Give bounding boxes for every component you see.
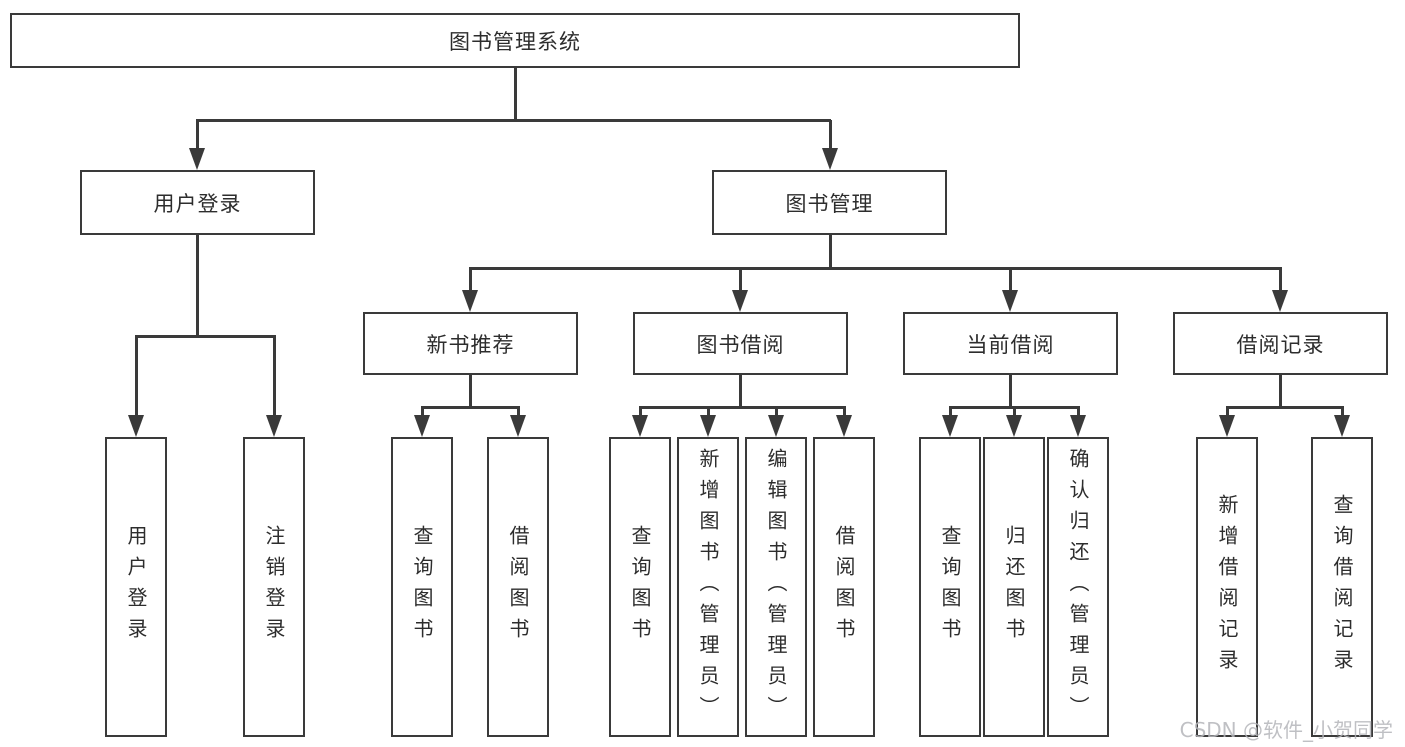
- node-label: 编辑图书（管理员）: [764, 447, 788, 727]
- node-edit-book-admin: 编辑图书（管理员）: [745, 437, 807, 737]
- arrow-down-icon: [942, 415, 958, 437]
- arrow-down-icon: [768, 415, 784, 437]
- connector-line: [196, 120, 199, 150]
- arrow-down-icon: [414, 415, 430, 437]
- connector-trunk: [469, 375, 472, 407]
- connector-user-login-trunk: [196, 235, 199, 336]
- watermark: CSDN @软件_小贺同学: [1179, 718, 1393, 742]
- node-book-borrowing: 图书借阅: [633, 312, 848, 375]
- connector-line: [639, 407, 642, 417]
- node-label: 新增图书（管理员）: [696, 447, 720, 727]
- connector-trunk: [739, 375, 742, 407]
- node-label: 归还图书: [1002, 525, 1026, 649]
- arrow-down-icon: [822, 148, 838, 170]
- node-label: 用户登录: [124, 525, 148, 649]
- node-label: 借阅记录: [1236, 332, 1325, 357]
- node-label: 查询图书: [938, 525, 962, 649]
- node-label: 借阅图书: [506, 525, 530, 649]
- node-label: 当前借阅: [966, 332, 1055, 357]
- arrow-down-icon: [510, 415, 526, 437]
- arrow-down-icon: [836, 415, 852, 437]
- node-label: 新增借阅记录: [1215, 494, 1239, 680]
- arrow-down-icon: [700, 415, 716, 437]
- node-add-borrow-record: 新增借阅记录: [1196, 437, 1258, 737]
- node-label: 借阅图书: [832, 525, 856, 649]
- connector-line: [135, 336, 138, 416]
- node-label: 用户登录: [153, 191, 242, 216]
- arrow-down-icon: [266, 415, 282, 437]
- connector-level2-split: [196, 119, 831, 122]
- node-query-books: 查询图书: [919, 437, 981, 737]
- node-user-login-branch: 用户登录: [80, 170, 315, 235]
- arrow-down-icon: [1334, 415, 1350, 437]
- node-label: 查询图书: [410, 525, 434, 649]
- node-borrow-books: 借阅图书: [813, 437, 875, 737]
- arrow-down-icon: [1070, 415, 1086, 437]
- connector-root-trunk: [514, 68, 517, 120]
- node-library-management-system: 图书管理系统: [10, 13, 1020, 68]
- connector-split: [421, 406, 520, 409]
- connector-line: [1279, 268, 1282, 292]
- arrow-down-icon: [189, 148, 205, 170]
- node-label: 注销登录: [262, 525, 286, 649]
- node-borrowing-records: 借阅记录: [1173, 312, 1388, 375]
- connector-trunk: [1009, 375, 1012, 407]
- node-book-management-branch: 图书管理: [712, 170, 947, 235]
- connector-book-mgmt-trunk: [829, 235, 832, 269]
- node-borrow-books: 借阅图书: [487, 437, 549, 737]
- node-return-books: 归还图书: [983, 437, 1045, 737]
- node-add-book-admin: 新增图书（管理员）: [677, 437, 739, 737]
- node-confirm-return-admin: 确认归还（管理员）: [1047, 437, 1109, 737]
- node-query-books: 查询图书: [391, 437, 453, 737]
- connector-line: [1009, 268, 1012, 292]
- arrow-down-icon: [732, 290, 748, 312]
- node-user-login-leaf: 用户登录: [105, 437, 167, 737]
- connector-line: [775, 407, 778, 417]
- arrow-down-icon: [632, 415, 648, 437]
- connector-level3-split: [469, 267, 1282, 270]
- connector-line: [843, 407, 846, 417]
- connector-line: [1013, 407, 1016, 417]
- connector-user-login-split: [135, 335, 276, 338]
- node-label: 确认归还（管理员）: [1066, 447, 1090, 727]
- connector-split: [1226, 406, 1344, 409]
- connector-line: [469, 268, 472, 292]
- connector-line: [517, 407, 520, 417]
- arrow-down-icon: [1219, 415, 1235, 437]
- node-query-books: 查询图书: [609, 437, 671, 737]
- node-query-borrow-record: 查询借阅记录: [1311, 437, 1373, 737]
- node-label: 图书借阅: [696, 332, 785, 357]
- connector-line: [739, 268, 742, 292]
- connector-line: [1226, 407, 1229, 417]
- arrow-down-icon: [1006, 415, 1022, 437]
- connector-line: [421, 407, 424, 417]
- connector-trunk: [1279, 375, 1282, 407]
- connector-split: [639, 406, 846, 409]
- connector-line: [707, 407, 710, 417]
- node-current-borrowing: 当前借阅: [903, 312, 1118, 375]
- node-label: 查询图书: [628, 525, 652, 649]
- connector-line: [829, 120, 832, 150]
- connector-line: [949, 407, 952, 417]
- arrow-down-icon: [462, 290, 478, 312]
- connector-line: [273, 336, 276, 416]
- node-label: 图书管理系统: [449, 29, 581, 54]
- arrow-down-icon: [128, 415, 144, 437]
- connector-line: [1341, 407, 1344, 417]
- arrow-down-icon: [1272, 290, 1288, 312]
- arrow-down-icon: [1002, 290, 1018, 312]
- node-label: 图书管理: [785, 191, 874, 216]
- connector-line: [1077, 407, 1080, 417]
- node-logout: 注销登录: [243, 437, 305, 737]
- node-label: 查询借阅记录: [1330, 494, 1354, 680]
- node-new-book-recommendation: 新书推荐: [363, 312, 578, 375]
- node-label: 新书推荐: [426, 332, 515, 357]
